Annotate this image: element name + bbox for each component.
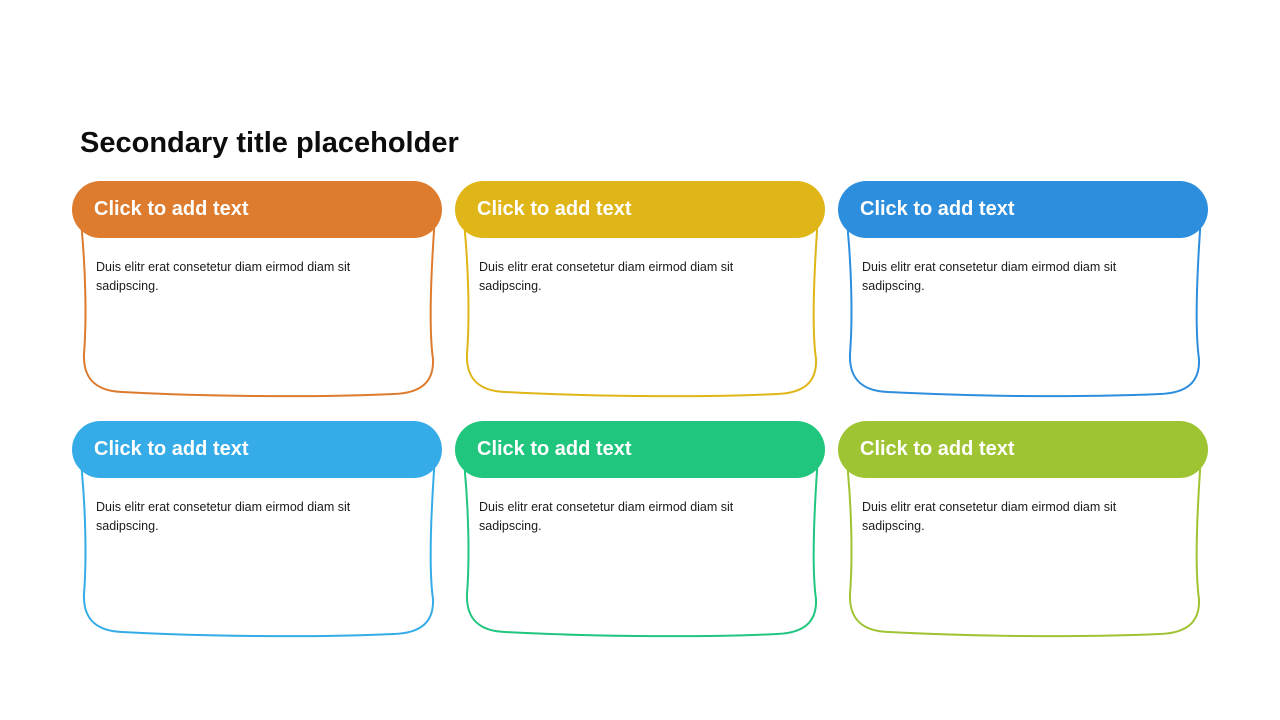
card: Click to add text Duis elitr erat conset…: [838, 421, 1208, 643]
card-body-text-placeholder[interactable]: Duis elitr erat consetetur diam eirmod d…: [96, 260, 351, 293]
card: Click to add text Duis elitr erat conset…: [72, 421, 442, 643]
card-header-placeholder[interactable]: Click to add text: [72, 181, 442, 238]
card: Click to add text Duis elitr erat conset…: [455, 181, 825, 403]
card-body-text-placeholder[interactable]: Duis elitr erat consetetur diam eirmod d…: [96, 500, 351, 533]
slide-title[interactable]: Secondary title placeholder: [80, 127, 459, 159]
card-header-label: Click to add text: [860, 198, 1015, 220]
card-body-text-placeholder[interactable]: Duis elitr erat consetetur diam eirmod d…: [479, 500, 734, 533]
card: Click to add text Duis elitr erat conset…: [72, 181, 442, 403]
card-header-placeholder[interactable]: Click to add text: [455, 421, 825, 478]
card-header-label: Click to add text: [94, 438, 249, 460]
card-header-placeholder[interactable]: Click to add text: [455, 181, 825, 238]
card: Click to add text Duis elitr erat conset…: [838, 181, 1208, 403]
card-grid: Click to add text Duis elitr erat conset…: [72, 181, 1208, 643]
card-header-placeholder[interactable]: Click to add text: [838, 421, 1208, 478]
card-header-label: Click to add text: [860, 438, 1015, 460]
card-header-label: Click to add text: [477, 198, 632, 220]
card-body-text-placeholder[interactable]: Duis elitr erat consetetur diam eirmod d…: [862, 260, 1117, 293]
card-header-placeholder[interactable]: Click to add text: [72, 421, 442, 478]
card-header-label: Click to add text: [94, 198, 249, 220]
card-header-label: Click to add text: [477, 438, 632, 460]
card-body-text-placeholder[interactable]: Duis elitr erat consetetur diam eirmod d…: [479, 260, 734, 293]
card-header-placeholder[interactable]: Click to add text: [838, 181, 1208, 238]
card-body-text-placeholder[interactable]: Duis elitr erat consetetur diam eirmod d…: [862, 500, 1117, 533]
card: Click to add text Duis elitr erat conset…: [455, 421, 825, 643]
